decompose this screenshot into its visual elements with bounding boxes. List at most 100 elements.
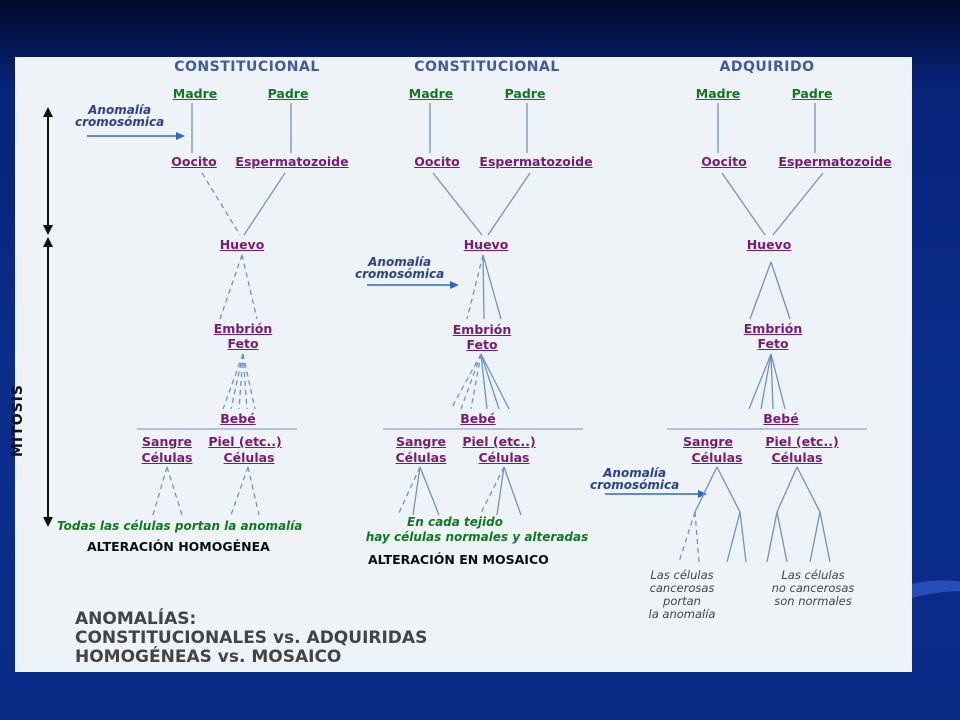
col2-bebe: Bebé — [460, 411, 496, 426]
col3-embrion: Embrión — [743, 321, 803, 336]
c1-piel-split-0 — [230, 466, 249, 516]
c3-normal-a — [766, 511, 778, 563]
mitosis-arrow-top-down — [43, 225, 53, 235]
c3-feto-bebe-2 — [770, 353, 774, 410]
c2-huevo-embrion-a — [466, 254, 484, 320]
c3-feto-bebe-0 — [748, 353, 772, 410]
col1-oocito: Oocito — [171, 154, 217, 169]
col1-padre: Padre — [267, 86, 309, 101]
c3-piel-split-0 — [776, 466, 798, 513]
c3-huevo-embrion-1 — [770, 261, 791, 320]
col1-piel: Piel (etc..) — [208, 434, 282, 449]
col3-bebe: Bebé — [763, 411, 799, 426]
col3-oocito: Oocito — [701, 154, 747, 169]
c1-feto-bebe-1 — [230, 353, 244, 410]
col1-espermatozoide: Espermatozoide — [235, 154, 349, 169]
c3-feto-bebe-3 — [770, 353, 786, 410]
header-col3: ADQUIRIDO — [719, 59, 815, 75]
col3-madre: Madre — [695, 86, 741, 101]
c1-sperm-huevo — [243, 172, 286, 236]
c3-sangre-split-0 — [694, 466, 718, 513]
col2-huevo: Huevo — [463, 237, 509, 252]
col3-padre: Padre — [791, 86, 833, 101]
col2-padre: Padre — [504, 86, 546, 101]
c1-piel-split-1 — [247, 466, 260, 516]
c3-cancer-solid-b — [739, 511, 747, 563]
col2-note-l1: En cada tejido — [407, 515, 503, 529]
mitosis-arrow-top-up — [43, 107, 53, 117]
c3-anom-arrowhead — [698, 490, 707, 498]
c3-sperm-huevo — [772, 172, 824, 236]
col1-embrion: Embrión — [213, 321, 273, 336]
c1-feto-bebe-0 — [222, 353, 244, 410]
c2-feto-bebe-dash-2 — [470, 353, 482, 410]
c1-feto-bebe-2 — [238, 353, 244, 410]
c2-huevo-embrion-c — [482, 254, 502, 320]
col2-feto: Feto — [466, 337, 498, 352]
col1-piel-celulas: Células — [223, 450, 275, 465]
c2-oocito-huevo — [432, 172, 483, 236]
col1-footer: ALTERACIÓN HOMOGÉNEA — [87, 539, 270, 554]
c2-piel-c — [503, 466, 522, 516]
c2-feto-bebe-solid-2 — [480, 353, 510, 410]
col3-sangre-celulas: Células — [691, 450, 743, 465]
c1-feto-bebe-4 — [242, 353, 256, 410]
c1-huevo-embrion-0 — [219, 254, 243, 320]
c2-huevo-embrion-b — [482, 254, 485, 320]
c3-cancer-dash-a — [678, 511, 696, 563]
col2-madre: Madre — [408, 86, 454, 101]
c3-normal-d — [819, 511, 831, 563]
summary-title: ANOMALÍAS: — [75, 609, 197, 629]
c2-feto-bebe-dash-1 — [460, 353, 482, 410]
c1-oocito-huevo — [201, 172, 241, 236]
mitosis-arrow-bottom-down — [43, 517, 53, 527]
c1-feto-bebe-3 — [242, 353, 248, 410]
col1-huevo: Huevo — [219, 237, 265, 252]
c2-anom-arrowhead — [450, 281, 459, 289]
c3-sangre-split-1 — [716, 466, 741, 513]
c2-feto-bebe-dash-0 — [450, 353, 482, 410]
col2-sangre: Sangre — [396, 434, 446, 449]
c3-piel-split-1 — [796, 466, 821, 513]
summary-block: ANOMALÍAS: CONSTITUCIONALES vs. ADQUIRID… — [75, 610, 427, 667]
c2-sangre-c — [419, 466, 440, 516]
c3-oocito-huevo — [721, 172, 766, 236]
col2-sangre-celulas: Células — [395, 450, 447, 465]
c3-normal-c — [809, 511, 821, 563]
col2-note-l2: hay células normales y alteradas — [365, 530, 589, 544]
header-col1: CONSTITUCIONAL — [174, 59, 320, 75]
c1-sangre-split-0 — [152, 466, 168, 516]
col2-espermatozoide: Espermatozoide — [479, 154, 593, 169]
c3-feto-bebe-1 — [760, 353, 772, 410]
col2-embrion: Embrión — [452, 322, 512, 337]
summary-line-1: CONSTITUCIONALES vs. ADQUIRIDAS — [75, 628, 428, 648]
col1-feto: Feto — [227, 336, 259, 351]
c1-sangre-split-1 — [166, 466, 183, 516]
c1-anom-arrowhead — [176, 132, 185, 140]
c3-cancer-dash-b — [694, 511, 700, 563]
col3-piel-celulas: Células — [771, 450, 823, 465]
mitosis-arrow-bottom-up — [43, 237, 53, 247]
c2-feto-bebe-solid-0 — [480, 353, 488, 410]
c1-huevo-embrion-1 — [241, 254, 258, 320]
col2-footer: ALTERACIÓN EN MOSAICO — [368, 552, 549, 567]
col2-piel-celulas: Células — [478, 450, 530, 465]
connector-lines — [43, 103, 867, 563]
col3-espermatozoide: Espermatozoide — [778, 154, 892, 169]
c3-normal-b — [776, 511, 788, 563]
col1-bebe: Bebé — [220, 411, 256, 426]
c2-feto-bebe-solid-1 — [480, 353, 500, 410]
c2-piel-b — [496, 466, 505, 516]
col1-madre: Madre — [172, 86, 218, 101]
summary-line-2: HOMOGÉNEAS vs. MOSAICO — [75, 647, 342, 667]
c3-huevo-embrion-0 — [749, 261, 772, 320]
col1-all-cells-note: Todas las células portan la anomalía — [57, 519, 303, 533]
diagram-panel: CONSTITUCIONAL CONSTITUCIONAL ADQUIRIDO … — [10, 57, 912, 672]
col3-sangre: Sangre — [683, 434, 733, 449]
